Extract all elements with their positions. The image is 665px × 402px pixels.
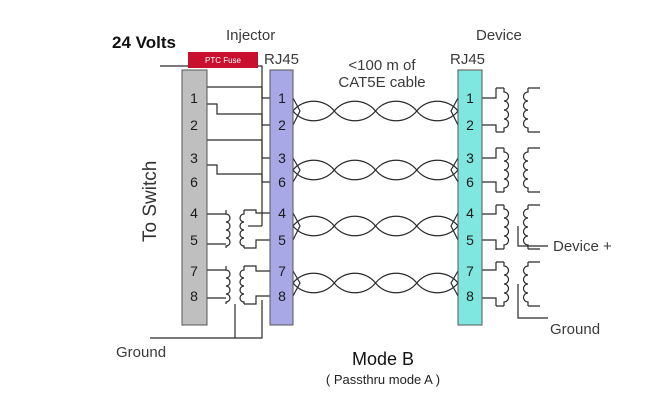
device-plus-label: Device +	[553, 238, 612, 255]
winding-lead	[528, 87, 540, 133]
winding-lead	[482, 124, 497, 132]
pin-number: 6	[466, 174, 474, 190]
fuse-label: PTC Fuse	[205, 56, 242, 65]
injector-label: Injector	[226, 27, 275, 44]
voltage-label: 24 Volts	[112, 33, 176, 52]
coil	[503, 88, 510, 132]
twisted-pairs	[292, 97, 459, 297]
ground-left-label: Ground	[116, 344, 166, 361]
pair-lead	[292, 157, 459, 183]
winding-lead	[482, 181, 497, 192]
coil	[225, 266, 231, 304]
cable-label-line1: <100 m of	[348, 57, 416, 74]
winding-lead	[528, 261, 540, 307]
pin-number: 5	[190, 232, 198, 248]
coil	[522, 262, 529, 306]
pin-number: 4	[466, 205, 474, 221]
cable-label-line2: CAT5E cable	[338, 74, 425, 91]
to-switch-label: To Switch	[140, 161, 161, 242]
pin-number: 1	[190, 90, 198, 106]
pin-number: 4	[190, 205, 198, 221]
device-windings	[482, 87, 540, 307]
device-output-wires	[482, 205, 548, 319]
twisted-pair	[292, 215, 459, 237]
ground-right-label: Ground	[550, 321, 600, 338]
coil	[503, 205, 510, 249]
pin-number: 8	[466, 288, 474, 304]
twisted-pair	[292, 272, 459, 294]
coil	[503, 148, 510, 192]
pin-number: 7	[466, 263, 474, 279]
rj45-right-label: RJ45	[450, 51, 485, 68]
winding-lead	[496, 204, 504, 250]
winding-lead	[528, 204, 540, 250]
injector-coils-78	[150, 265, 270, 339]
injector-coils-45	[207, 209, 270, 249]
pin-number: 3	[190, 150, 198, 166]
ptc-fuse	[188, 52, 258, 68]
coil	[225, 210, 231, 248]
switch-connector-block	[181, 69, 208, 326]
injector-rj45-block	[269, 69, 294, 326]
mode-label: Mode B	[352, 349, 414, 369]
coil	[239, 210, 245, 248]
pin-number: 2	[466, 117, 474, 133]
pin-number: 6	[278, 174, 286, 190]
coil	[522, 88, 529, 132]
pin-number: 8	[278, 288, 286, 304]
pair-lead	[292, 270, 459, 297]
mode-sub-label: ( Passthru mode A )	[326, 372, 440, 387]
device-label: Device	[476, 27, 522, 44]
pin-number: 1	[466, 90, 474, 106]
winding-lead	[528, 147, 540, 193]
switch-to-injector-wires	[207, 86, 270, 183]
twisted-pair	[292, 159, 459, 181]
pin-number: 3	[466, 150, 474, 166]
pin-number: 4	[278, 205, 286, 221]
pin-number: 5	[278, 232, 286, 248]
pair-lead	[292, 212, 459, 241]
twisted-pair	[292, 100, 459, 122]
winding-lead	[496, 261, 504, 307]
pin-number: 7	[190, 263, 198, 279]
pin-number: 1	[278, 90, 286, 106]
winding-lead	[482, 148, 497, 159]
supply-line	[160, 65, 263, 227]
pin-number: 7	[278, 263, 286, 279]
pair-lead	[292, 97, 459, 126]
winding-lead	[496, 87, 504, 133]
pin-number: 2	[190, 117, 198, 133]
rj45-left-label: RJ45	[264, 51, 299, 68]
winding-lead	[482, 88, 497, 99]
coil	[239, 266, 245, 304]
coil	[522, 205, 529, 249]
pin-labels: 1 2 3 6 4 5 7 8 1 2 3 6 4 5 7 8 1 2 3 6 4 5 7 8	[190, 90, 474, 304]
pin-number: 2	[278, 117, 286, 133]
winding-lead	[496, 147, 504, 193]
pin-number: 3	[278, 150, 286, 166]
pin-number: 6	[190, 174, 198, 190]
device-rj45-block	[457, 69, 483, 326]
coil	[503, 262, 510, 306]
pin-number: 5	[466, 232, 474, 248]
pin-number: 8	[190, 288, 198, 304]
coil	[522, 148, 529, 192]
